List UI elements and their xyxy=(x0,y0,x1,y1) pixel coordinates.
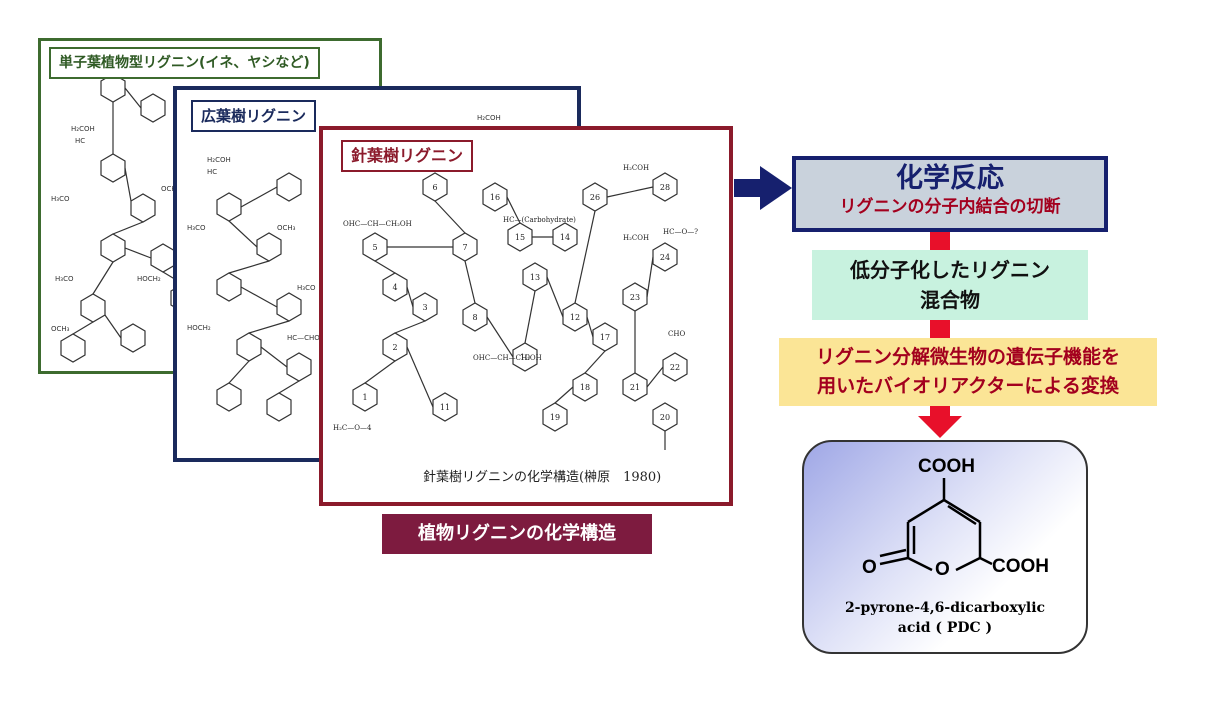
bioreactor-line2: 用いたバイオリアクターによる変換 xyxy=(817,375,1119,397)
svg-text:4: 4 xyxy=(392,283,397,292)
svg-text:8: 8 xyxy=(472,313,477,322)
svg-text:22: 22 xyxy=(670,363,680,372)
chemical-reaction-subtitle: リグニンの分子内結合の切断 xyxy=(839,197,1061,217)
svg-text:H₂COH: H₂COH xyxy=(71,125,95,133)
monocot-lignin-label: 単子葉植物型リグニン(イネ、ヤシなど) xyxy=(49,47,320,79)
svg-text:12: 12 xyxy=(570,313,580,322)
svg-text:HC: HC xyxy=(75,137,85,145)
pdc-name-line1: 2-pyrone-4,6-dicarboxylic xyxy=(844,600,1046,616)
svg-text:28: 28 xyxy=(660,183,670,192)
svg-text:11: 11 xyxy=(440,403,450,412)
connector-bar xyxy=(930,232,950,250)
bioreactor-conversion-box: リグニン分解微生物の遺伝子機能を 用いたバイオリアクターによる変換 xyxy=(779,338,1157,406)
svg-text:6: 6 xyxy=(432,183,437,192)
svg-text:24: 24 xyxy=(660,253,670,262)
low-molecular-lignin-box: 低分子化したリグニン 混合物 xyxy=(812,250,1088,320)
svg-text:H₂COH: H₂COH xyxy=(477,114,501,122)
svg-text:CHO: CHO xyxy=(668,330,685,338)
svg-text:HC: HC xyxy=(207,168,217,176)
low-molecular-lignin-line1: 低分子化したリグニン xyxy=(850,258,1050,282)
broadleaf-structure-drawing: H₂COH HC H₃CO OCH₃ H₃CO HOCH₂ HC—CHO H₂COH xyxy=(187,114,501,422)
pdc-carbonyl-oxygen: O xyxy=(862,557,877,578)
svg-text:H₂COH: H₂COH xyxy=(207,156,231,164)
svg-text:H₂C—O—4: H₂C—O—4 xyxy=(333,424,372,432)
pdc-cooh-top: COOH xyxy=(918,456,975,477)
svg-text:18: 18 xyxy=(580,383,590,392)
svg-text:H₂COH: H₂COH xyxy=(623,234,649,242)
low-molecular-lignin-line2: 混合物 xyxy=(920,288,980,312)
svg-text:16: 16 xyxy=(490,193,500,202)
svg-text:5: 5 xyxy=(372,243,377,252)
svg-text:20: 20 xyxy=(660,413,670,422)
svg-text:3: 3 xyxy=(422,303,427,312)
pdc-molecule-drawing: COOH COOH O O xyxy=(862,456,1049,580)
connector-bar xyxy=(930,320,950,338)
svg-text:14: 14 xyxy=(560,233,570,242)
svg-text:2: 2 xyxy=(392,343,397,352)
conifer-lignin-label: 針葉樹リグニン xyxy=(341,140,474,172)
svg-text:13: 13 xyxy=(530,273,540,282)
bioreactor-line1: リグニン分解微生物の遺伝子機能を xyxy=(815,346,1120,368)
svg-text:26: 26 xyxy=(590,193,600,202)
svg-text:OCH₃: OCH₃ xyxy=(161,185,180,193)
svg-text:10: 10 xyxy=(520,353,530,362)
svg-text:19: 19 xyxy=(550,413,560,422)
svg-text:15: 15 xyxy=(515,233,525,242)
svg-text:HC—CHO: HC—CHO xyxy=(287,334,320,342)
pdc-compound-name: 2-pyrone-4,6-dicarboxylic acid ( PDC ) xyxy=(804,598,1086,638)
conifer-lignin-caption: 針葉樹リグニンの化学構造(榊原 1980) xyxy=(423,470,662,485)
svg-text:HOCH₂: HOCH₂ xyxy=(137,275,161,283)
svg-text:H₃CO: H₃CO xyxy=(55,275,74,283)
svg-text:HOCH₂: HOCH₂ xyxy=(187,324,211,332)
svg-text:21: 21 xyxy=(630,383,640,392)
svg-text:H₃CO: H₃CO xyxy=(297,284,316,292)
svg-text:17: 17 xyxy=(600,333,610,342)
svg-text:7: 7 xyxy=(462,243,467,252)
pdc-cooh-right: COOH xyxy=(992,556,1049,577)
chemical-reaction-box: 化学反応 リグニンの分子内結合の切断 xyxy=(792,156,1108,232)
svg-text:1: 1 xyxy=(362,393,367,402)
right-arrow-icon xyxy=(734,166,792,210)
svg-text:H₃CO: H₃CO xyxy=(51,195,70,203)
svg-text:H₃CO: H₃CO xyxy=(187,224,206,232)
svg-text:H₂COH: H₂COH xyxy=(623,164,649,172)
svg-text:OHC—CH—CH₂OH: OHC—CH—CH₂OH xyxy=(473,354,542,362)
svg-text:HC—O—?: HC—O—? xyxy=(663,228,698,236)
svg-text:23: 23 xyxy=(630,293,640,302)
pdc-name-line2: acid ( PDC ) xyxy=(897,620,993,636)
pdc-ring-oxygen: O xyxy=(935,559,950,580)
pdc-structure-panel: COOH COOH O O 2-pyrone-4,6-dicarboxylic … xyxy=(802,440,1088,654)
broadleaf-lignin-label: 広葉樹リグニン xyxy=(191,100,317,132)
plant-lignin-structure-label: 植物リグニンの化学構造 xyxy=(382,514,652,554)
svg-text:OCH₃: OCH₃ xyxy=(51,325,70,333)
svg-text:OHC—CH—CH₂OH: OHC—CH—CH₂OH xyxy=(343,220,412,228)
svg-text:OCH₃: OCH₃ xyxy=(277,224,296,232)
chemical-reaction-title: 化学反応 xyxy=(896,163,1004,194)
svg-text:HC—(Carbohydrate): HC—(Carbohydrate) xyxy=(503,216,576,224)
down-arrow-icon xyxy=(918,406,962,438)
